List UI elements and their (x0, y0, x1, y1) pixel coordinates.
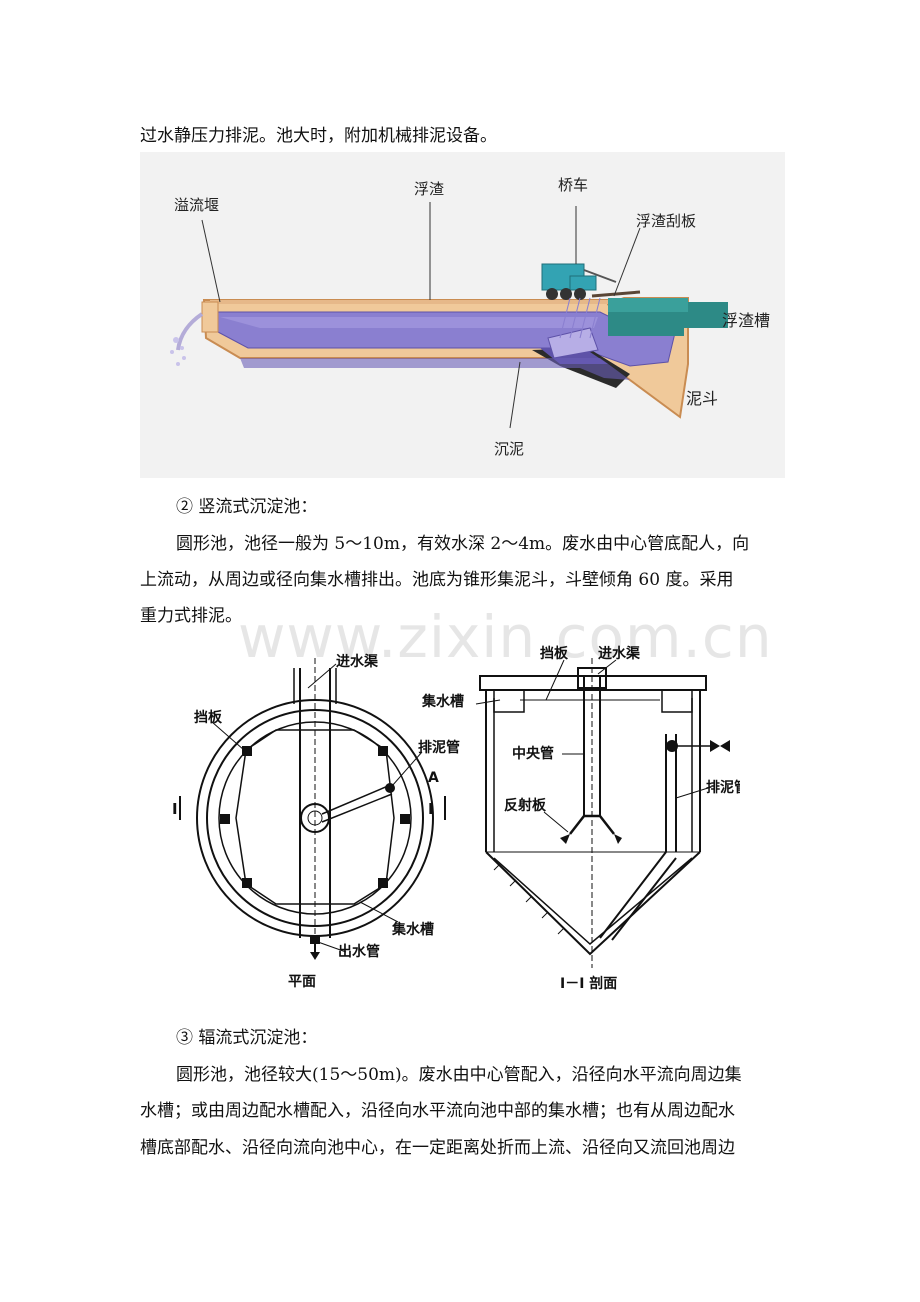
label-hopper: 泥斗 (686, 389, 718, 408)
label-bridge: 桥车 (558, 176, 588, 194)
plan-label-baffle: 挡板 (194, 709, 223, 726)
label-scum-trough: 浮渣槽 (722, 311, 770, 330)
plan-label-inlet: 进水渠 (336, 653, 379, 670)
section3-line-2: 水槽；或由周边配水槽配入，沿径向水平流向池中部的集水槽；也有从周边配水 (140, 1101, 735, 1121)
watermark: www.zixin.com.cn (238, 603, 773, 671)
section-label-sludge-pipe: 排泥管 (706, 779, 740, 796)
section2-line-3: 重力式排泥。 (140, 606, 242, 626)
section-label-inlet: 进水渠 (598, 645, 641, 662)
label-scum: 浮渣 (414, 180, 444, 198)
label-skimmer: 浮渣刮板 (636, 212, 696, 230)
plan-section-mark-left: I (172, 800, 178, 818)
section-caption: I－I 剖面 (560, 975, 617, 992)
plan-label-sludge-pipe: 排泥管 (418, 739, 460, 756)
label-weir: 溢流堰 (174, 196, 219, 214)
plan-label-outlet: 出水管 (338, 943, 380, 960)
horizontal-tank-figure: 溢流堰 浮渣 桥车 浮渣刮板 浮渣槽 泥斗 沉泥 (140, 152, 785, 478)
section-label-reflector: 反射板 (504, 797, 547, 814)
section-label-baffle: 挡板 (540, 645, 569, 662)
section-label-collector: 集水槽 (421, 693, 464, 710)
plan-valve-mark: A (428, 770, 439, 786)
label-sludge: 沉泥 (494, 440, 524, 458)
section2-line-2: 上流动，从周边或径向集水槽排出。池底为锥形集泥斗，斗壁倾角 60 度。采用 (140, 570, 734, 590)
section3-line-3: 槽底部配水、沿径向流向池中心，在一定距离处折而上流、沿径向又流回池周边 (140, 1138, 735, 1158)
section3-heading: ③ 辐流式沉淀池： (176, 1028, 318, 1048)
section-label-center-pipe: 中央管 (512, 745, 554, 762)
section2-heading: ② 竖流式沉淀池： (176, 497, 318, 517)
plan-section-mark-right: I (428, 800, 434, 818)
vertical-tank-figure: I I A 进水渠 挡板 排泥管 集水槽 出水管 平面 (172, 645, 740, 992)
plan-caption: 平面 (288, 974, 316, 990)
paragraph-line-top: 过水静压力排泥。池大时，附加机械排泥设备。 (140, 126, 497, 146)
plan-label-collector: 集水槽 (391, 921, 434, 938)
section3-line-1: 圆形池，池径较大(15～50m)。废水由中心管配入，沿径向水平流向周边集 (176, 1065, 742, 1085)
section2-line-1: 圆形池，池径一般为 5～10m，有效水深 2～4m。废水由中心管底配人，向 (176, 534, 750, 554)
